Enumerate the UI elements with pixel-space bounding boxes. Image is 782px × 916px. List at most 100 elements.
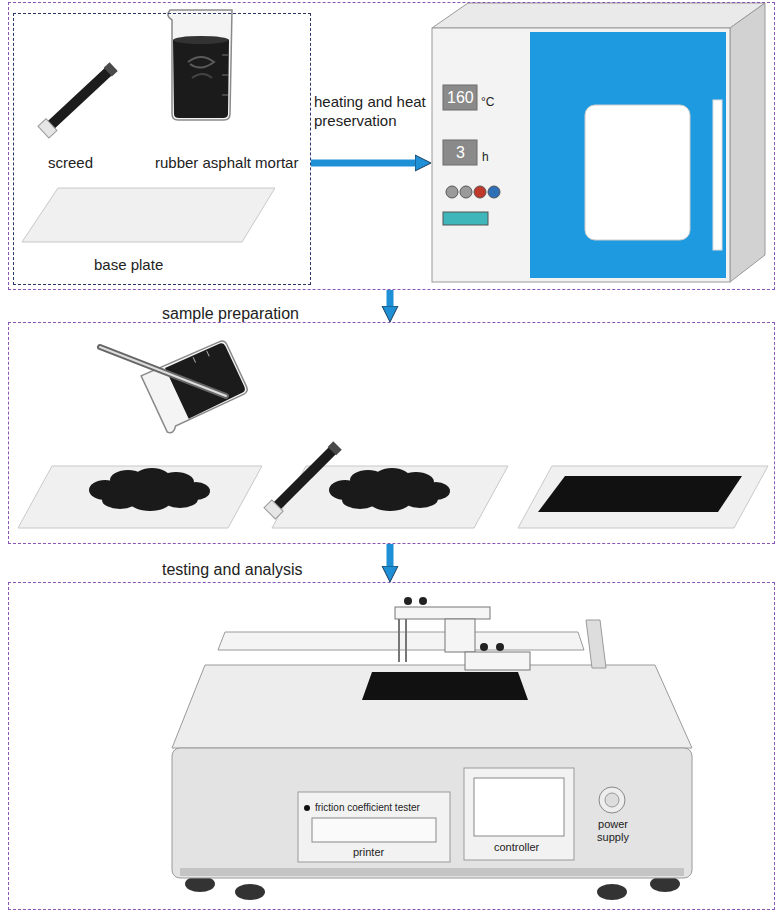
arrow-head-carrier [419,163,431,164]
beaker [188,57,214,68]
mortar-blob [105,478,195,502]
power-button [605,793,619,807]
oven [443,85,477,110]
pouring-beaker [193,357,196,362]
part-label: base plate [94,256,163,274]
oven [432,28,730,282]
beaker [173,40,229,118]
beaker [222,75,228,76]
sled-arm [445,619,475,652]
process-panel [8,322,775,544]
part-label: printer [353,846,384,859]
sled-arm [405,619,407,662]
screed-tool [47,67,112,129]
base-plate [518,466,768,528]
printer-unit [312,818,436,842]
part-label: rubber asphalt mortar [155,154,298,172]
oven [730,3,765,282]
mortar-blob [89,468,210,511]
oven [432,3,765,28]
device-label: friction coefficient tester [315,802,420,814]
oven [446,186,458,198]
sled-arm [398,619,400,662]
oven [460,186,472,198]
process-arrow [387,544,394,572]
tester-body [172,748,692,878]
tester-body [172,665,692,900]
screed-tool [264,440,343,519]
oven [443,212,488,225]
sled-arm [419,597,427,605]
oven [713,100,722,250]
sled-arm [496,643,504,651]
beaker [222,55,228,56]
controller-unit [464,768,574,860]
unit-label: °C [481,95,494,109]
test-sample [362,672,528,700]
sled-arm [395,597,530,670]
sled-arm [404,597,412,605]
printer-unit [304,805,310,811]
guide-rail [586,620,606,668]
base-plate [22,188,275,242]
controller-unit [464,768,574,860]
process-arrow [387,290,394,312]
part-label: controller [494,841,539,854]
materials-group: screed rubber asphalt mortar base plate [13,13,311,285]
screed-tool [264,500,283,519]
friction-tester: friction coefficient tester printer contro… [171,596,696,901]
printer-unit [298,792,450,862]
guide-rail [218,632,584,650]
process-arrow [311,160,421,167]
tester-body [597,884,627,900]
process-panel: screed rubber asphalt mortar base plate 160… [8,2,775,290]
screed-tool [104,62,118,76]
power-button [599,787,625,813]
mortar-blob [345,478,435,502]
beaker [173,36,229,44]
power-button [599,787,625,813]
stirring-rod [100,347,226,396]
display-value: 160 [447,88,474,107]
beaker [222,95,228,96]
oven [432,3,765,282]
tester-body [172,665,692,748]
screed-tool [38,119,57,138]
arrow-head-carrier [390,570,391,582]
unit-label: h [482,150,489,164]
oven [474,186,486,198]
edge-label: heating and heat preservation [314,93,430,131]
sled-arm [395,607,490,619]
part-label: screed [48,154,93,172]
oven [488,186,500,198]
stirring-rod [100,347,226,396]
pouring-beaker [207,351,210,356]
oven [530,32,726,278]
display-value: 3 [456,143,465,162]
screed-tool [328,441,342,455]
tester-body [235,884,265,900]
oven [585,105,690,240]
beaker [192,74,212,78]
mortar-layer [538,476,742,512]
edge-label: testing and analysis [162,560,303,580]
beaker [168,10,232,120]
sled-arm [480,643,488,651]
edge-label: sample preparation [162,304,299,324]
part-label: power supply [587,818,639,844]
mortar-blob [329,468,450,511]
screed-tool [38,61,119,138]
printer-unit [298,792,450,862]
oven [443,140,477,165]
sled-arm [465,652,530,670]
beaker [168,10,232,120]
base-plate [18,466,262,528]
tester-body [180,868,684,876]
arrow-head-carrier [390,310,391,322]
controller-unit [474,778,564,836]
process-panel: friction coefficient tester printer contro… [8,582,775,910]
